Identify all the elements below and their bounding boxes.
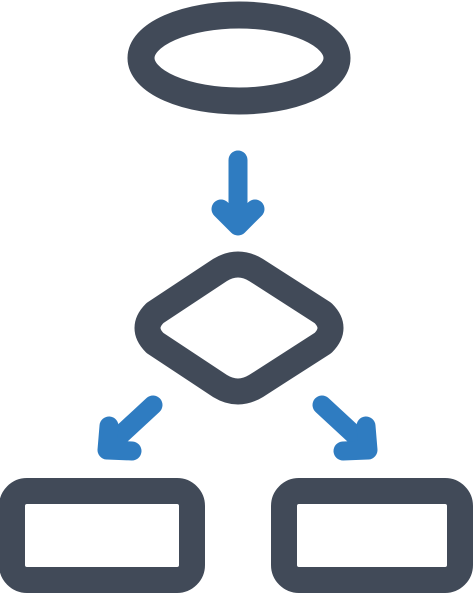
start-ellipse-node (127, 1, 351, 115)
right-process-box-node (271, 478, 473, 593)
arrow-decision-to-right (312, 395, 378, 461)
left-process-box-node (0, 478, 205, 593)
arrow-start-to-decision (211, 150, 265, 236)
decision-diamond-node (134, 251, 344, 405)
arrow-decision-to-left (97, 395, 163, 461)
